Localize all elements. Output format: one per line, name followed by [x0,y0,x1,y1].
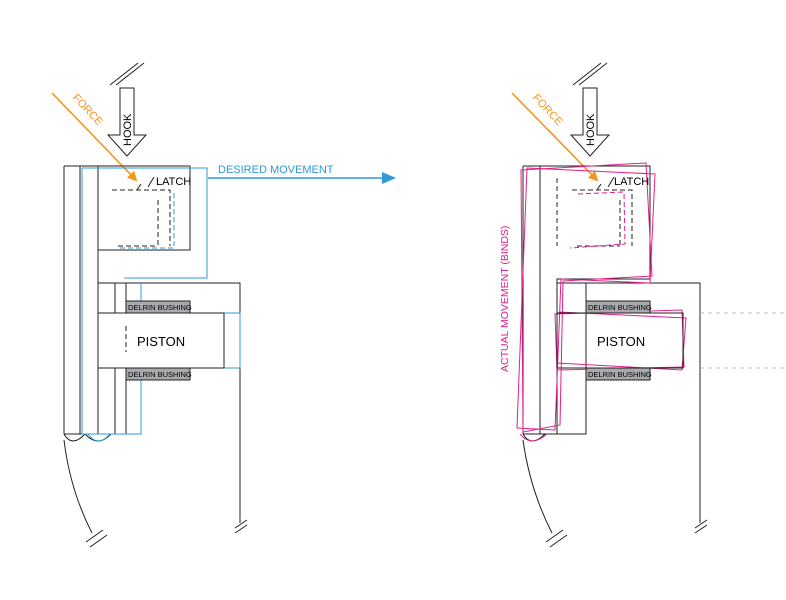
right-latch: LATCH [572,176,649,246]
right-latch-label: LATCH [614,176,649,188]
right-movement-label: ACTUAL MOVEMENT (BINDS) [499,226,511,372]
left-force-label: FORCE [70,92,105,128]
left-frame [63,165,248,548]
left-bushing-bottom-label: DELRIN BUSHING [128,370,192,379]
left-latch: LATCH [112,176,191,246]
right-force-label: FORCE [530,92,565,128]
right-hook-label: HOOK [585,113,597,146]
right-bushing-bottom-label: DELRIN BUSHING [588,370,652,379]
left-hook-label: HOOK [122,113,134,146]
left-diagram: HOOK FORCE [51,62,396,548]
left-latch-label: LATCH [156,176,191,188]
left-piston-label: PISTON [137,334,185,349]
right-actual-outline [516,162,687,442]
right-bushing-top-label: DELRIN BUSHING [588,303,652,312]
right-hook: HOOK [569,62,611,157]
right-piston-label: PISTON [597,334,645,349]
left-piston-assembly: DELRIN BUSHING PISTON DELRIN BUSHING [97,300,225,381]
left-bushing-top-label: DELRIN BUSHING [128,303,192,312]
right-diagram: HOOK FORCE [499,62,786,548]
right-piston-assembly: DELRIN BUSHING PISTON DELRIN BUSHING [556,300,684,381]
left-movement-arrow: DESIRED MOVEMENT [208,164,396,184]
left-movement-label: DESIRED MOVEMENT [218,164,334,176]
left-hook: HOOK [106,62,148,157]
